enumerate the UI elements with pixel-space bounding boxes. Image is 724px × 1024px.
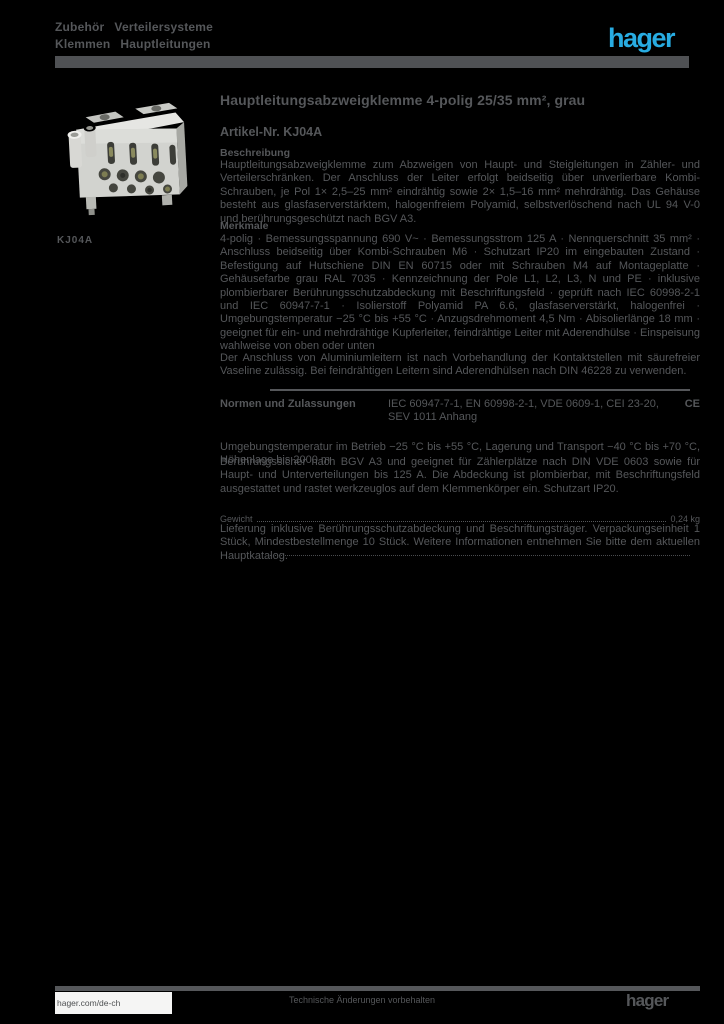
weight-row: Gewicht 0,24 kg [220, 513, 700, 524]
description-label: Beschreibung [220, 147, 291, 159]
ce-mark: CE [684, 398, 700, 410]
header-line2-word1: Klemmen [55, 37, 111, 51]
norms-value: IEC 60947-7-1, EN 60998-2-1, VDE 0609-1,… [388, 398, 659, 424]
description-paragraph: Hauptleitungsabzweigklemme zum Abzweigen… [220, 159, 700, 225]
section-divider [270, 389, 690, 391]
dotted-leader [256, 513, 667, 522]
footer-disclaimer: Technische Änderungen vorbehalten [288, 995, 436, 1005]
terminal-block-illustration [67, 102, 188, 216]
temperature-row: Umgebungstemperatur im Betrieb −25 °C bi… [220, 441, 700, 467]
footer-hager-logo: hager [626, 991, 669, 1010]
features-label: Merkmale [220, 220, 269, 232]
product-photo [60, 101, 198, 221]
header-line1-word1: Zubehör [55, 20, 105, 34]
aluminium-note: Der Anschluss von Aluminiumleitern ist n… [220, 352, 700, 378]
footer-website-link[interactable]: hager.com/de-ch [57, 998, 121, 1008]
header-line-1: Zubehör Verteilersysteme [55, 20, 213, 34]
weight-value: 0,24 kg [670, 514, 700, 524]
features-paragraph: 4-polig · Bemessungsspannung 690 V~ · Be… [220, 233, 700, 353]
header-rule [55, 56, 689, 68]
safety-paragraph: Berührungssicher nach BGV A3 und geeigne… [220, 456, 700, 495]
norms-label: Normen und Zulassungen [220, 398, 356, 410]
hager-logo: hager [607, 23, 676, 53]
header-line2-word2: Hauptleitungen [120, 37, 211, 51]
dotted-tail-rule [270, 554, 690, 556]
norms-row: Normen und Zulassungen IEC 60947-7-1, EN… [220, 398, 700, 425]
header-line-2: Klemmen Hauptleitungen [55, 37, 211, 51]
product-reference: KJ04A [57, 235, 94, 246]
delivery-paragraph: Lieferung inklusive Berührungsschutzabde… [220, 523, 700, 562]
article-number: Artikel-Nr. KJ04A [220, 125, 323, 139]
weight-label: Gewicht [220, 514, 253, 524]
footer-rule [55, 986, 700, 991]
footer-website-box[interactable]: hager.com/de-ch [55, 992, 172, 1014]
header-line1-word2: Verteilersysteme [114, 20, 214, 34]
page-title: Hauptleitungsabzweigklemme 4-polig 25/35… [220, 92, 586, 108]
